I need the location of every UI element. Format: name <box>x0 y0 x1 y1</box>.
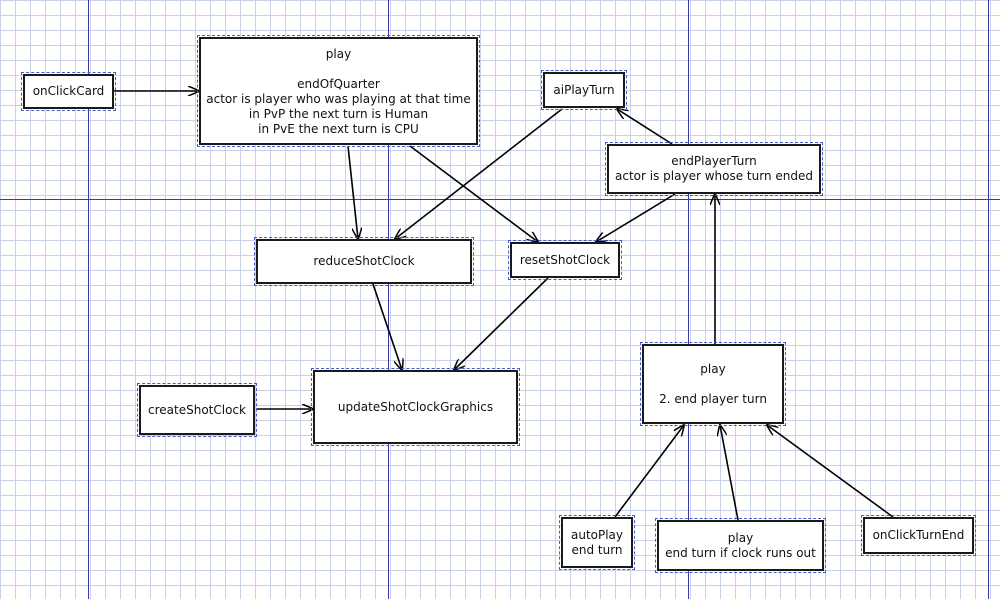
node-label: endPlayerTurn <box>671 154 757 168</box>
node-reduce-shot-clock[interactable]: reduceShotClock <box>254 237 474 286</box>
node-label: play <box>700 361 726 376</box>
edge-arrow-auto-play-end-turn-to-play-end-player-turn[interactable] <box>614 425 684 518</box>
node-play-end-player-turn[interactable]: play 2. end player turn <box>640 342 786 426</box>
edge-arrow-end-player-turn-to-reset-shot-clock[interactable] <box>596 193 676 242</box>
edge-arrow-on-click-turn-end-to-play-end-player-turn[interactable] <box>767 425 894 518</box>
page-border-horizontal <box>0 199 1000 200</box>
node-label: aiPlayTurn <box>553 82 615 97</box>
node-on-click-card[interactable]: onClickCard <box>21 72 116 111</box>
node-label: onClickCard <box>32 84 105 98</box>
edge-arrow-play-clock-runs-out-to-play-end-player-turn[interactable] <box>720 425 739 521</box>
node-label: createShotClock <box>148 402 246 417</box>
node-label: actor is player whose turn ended <box>615 169 813 183</box>
page-border-vertical <box>88 0 89 599</box>
node-create-shot-clock[interactable]: createShotClock <box>137 383 257 437</box>
node-label: reduceShotClock <box>313 254 415 268</box>
node-label: in PvP the next turn is Human <box>248 107 429 121</box>
node-label: updateShotClockGraphics <box>337 399 494 414</box>
edge-arrow-end-player-turn-to-ai-play-turn[interactable] <box>617 109 673 145</box>
node-label: 2. end player turn <box>659 391 767 406</box>
node-label: autoPlay <box>570 527 624 542</box>
node-label: onClickTurnEnd <box>872 528 965 542</box>
node-label: play <box>727 530 754 545</box>
page-border-vertical <box>988 0 989 599</box>
node-label: in PvE the next turn is CPU <box>258 122 419 136</box>
node-update-shot-clock-graphics[interactable]: updateShotClockGraphics <box>311 368 520 446</box>
node-label: actor is player who was playing at that … <box>206 92 471 106</box>
node-label: resetShotClock <box>519 252 611 267</box>
edge-arrow-reset-shot-clock-to-update-shot-clock-graphics[interactable] <box>454 277 549 370</box>
node-on-click-turn-end[interactable]: onClickTurnEnd <box>861 515 976 556</box>
node-ai-play-turn[interactable]: aiPlayTurn <box>541 70 627 110</box>
edge-arrow-play-end-of-quarter-to-reset-shot-clock[interactable] <box>409 145 538 242</box>
page-border-vertical <box>688 0 689 599</box>
node-label: end turn if clock runs out <box>665 545 816 560</box>
edge-arrow-reduce-shot-clock-to-update-shot-clock-graphics[interactable] <box>372 283 402 370</box>
node-label: endOfQuarter <box>297 77 380 91</box>
node-label: play <box>325 47 352 61</box>
page-border-vertical <box>388 0 389 599</box>
edge-arrow-ai-play-turn-to-reduce-shot-clock[interactable] <box>395 108 563 239</box>
edge-arrow-play-end-of-quarter-to-reduce-shot-clock[interactable] <box>347 145 358 239</box>
node-label: end turn <box>571 542 623 557</box>
node-reset-shot-clock[interactable]: resetShotClock <box>508 240 622 280</box>
